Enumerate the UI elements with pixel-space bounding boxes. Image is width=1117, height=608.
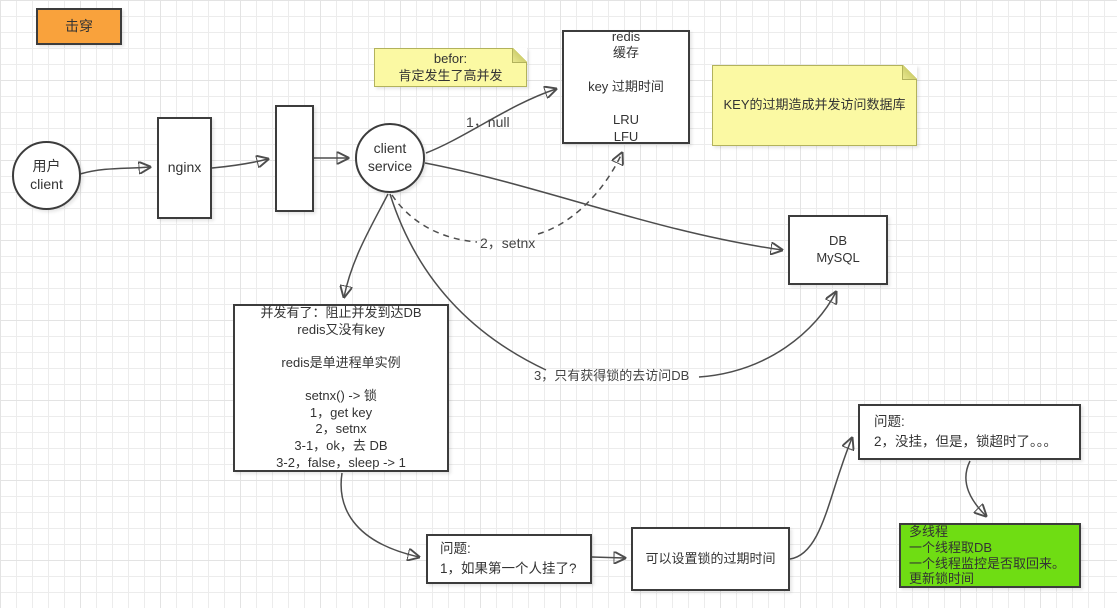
concurrency-lock-note-box[interactable]: 并发有了：阻止并发到达DB redis又没有key redis是单进程单实例 s… <box>233 304 449 472</box>
note-fold-corner <box>512 48 527 63</box>
nginx-node[interactable]: nginx <box>157 117 212 219</box>
edge-label-2-setnx[interactable]: 2，setnx <box>480 235 536 251</box>
breakdown-title-box[interactable]: 击穿 <box>36 8 122 45</box>
sticky-note-befor-text: befor: 肯定发生了高并发 <box>398 50 503 83</box>
db-mysql-node[interactable]: DB MySQL <box>788 215 888 285</box>
client-service-node[interactable]: client service <box>355 123 425 193</box>
edge-user-nginx <box>79 167 150 175</box>
edge-setnx-dashed-1 <box>391 194 478 243</box>
edge-clientservice-db <box>424 162 782 250</box>
edge-clientservice-concurrency <box>344 193 389 297</box>
edge-label-3-lock-access-db[interactable]: 3，只有获得锁的去访问DB <box>534 368 690 383</box>
edge-question2-multithread <box>965 460 986 516</box>
edge-label-1-null[interactable]: 1，null <box>466 114 510 130</box>
note-fold-corner <box>902 65 917 80</box>
question1-box[interactable]: 问题: 1，如果第一个人挂了? <box>426 534 592 584</box>
multithread-solution-box[interactable]: 多线程 一个线程取DB 一个线程监控是否取回来。 更新锁时间 <box>899 523 1081 588</box>
edge-lock-to-db-1 <box>389 193 547 371</box>
sticky-note-key-expire[interactable]: KEY的过期造成并发访问数据库 <box>712 65 917 146</box>
edge-nginx-queue <box>211 159 268 169</box>
edge-setnx-dashed-2 <box>537 153 622 235</box>
redis-node[interactable]: redis 缓存 key 过期时间 LRU LFU <box>562 29 690 144</box>
lock-expire-box[interactable]: 可以设置锁的过期时间 <box>631 527 790 591</box>
edge-lock-to-db-2 <box>698 292 836 378</box>
sticky-note-befor[interactable]: befor: 肯定发生了高并发 <box>374 48 527 87</box>
question2-box[interactable]: 问题: 2，没挂，但是，锁超时了。。。 <box>858 404 1081 460</box>
edge-concurrency-question1 <box>340 472 419 557</box>
edge-question1-lockexpire <box>591 557 625 558</box>
queue-node[interactable] <box>275 105 314 212</box>
sticky-note-key-expire-text: KEY的过期造成并发访问数据库 <box>723 97 906 113</box>
user-client-node[interactable]: 用户 client <box>12 141 81 210</box>
edge-clientservice-redis <box>425 89 556 154</box>
edge-lockexpire-question2 <box>789 438 852 560</box>
